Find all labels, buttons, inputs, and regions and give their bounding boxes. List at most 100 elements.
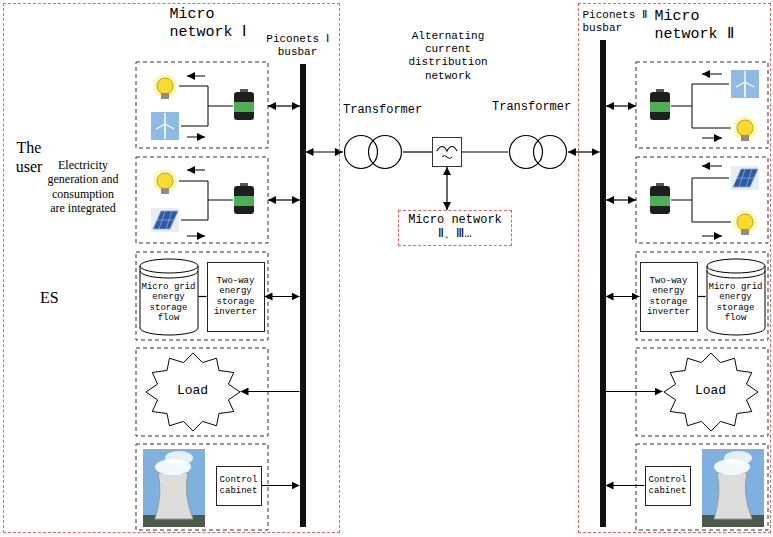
shape-part [140,266,198,335]
shape-part [140,271,198,278]
shape-part [369,136,402,169]
node-heading: Piconets Ⅱ busbar [583,9,663,35]
group-boxes [136,252,268,340]
left-row-one [179,86,208,87]
storage-cylinder: Micro grid energy storage flow [139,258,199,336]
group-label: ES [40,288,80,307]
node-text: Micro grid energy storage flow [141,282,197,323]
node-text: Load [695,384,726,399]
transformer-symbol [508,134,568,170]
right-row-one [692,128,731,129]
right-row-two [671,166,731,236]
shape-part [442,156,452,159]
node-heading: Piconets Ⅰ busbar [258,33,338,59]
transformer: Transformer [343,134,403,170]
load-star: Load [145,352,241,432]
node-text: Control cabinet [219,475,259,496]
transformer: Transformer [508,134,568,170]
left-row-two [208,200,233,201]
right-row-two [692,222,731,223]
group-boxes [636,444,768,530]
left-row-one [208,106,233,107]
network-symbol [433,138,461,166]
row-bus-arrows [268,106,636,200]
group-boxes [636,62,768,148]
connector [568,151,600,152]
right-row-one [650,89,670,120]
left-row-one [179,76,233,137]
inverter-box: Two-way energy storage inverter [640,262,698,332]
left-row-two [151,208,179,232]
power-plant-picture [143,449,205,527]
distribution-network: Alternating current distribution network [432,137,462,167]
storage-cylinder: Micro grid energy storage flow [706,258,766,336]
connector [698,296,706,297]
connector [262,485,300,486]
row-bus-arrows [268,105,300,106]
left-row-two [187,170,205,171]
shape-part [663,353,757,431]
right-row-two [702,236,722,237]
microgrid-frame: Micro network ⅡPiconets Ⅱ busbarTwo-way … [578,3,771,533]
node-text: Micro grid energy storage flow [708,282,764,323]
shape-part [437,147,457,152]
shape-part [707,266,765,335]
right-row-one [702,74,722,75]
right-row-one [731,70,759,98]
left-row-one [151,74,254,140]
power-plant-picture [143,449,764,527]
annotation-text: Electricity generation and consumption a… [46,158,120,216]
left-row-one [187,137,205,138]
busbar: Piconets Ⅱ busbar [600,40,606,527]
user-label: The user [8,138,50,176]
left-row-one [153,74,177,99]
node-heading: Transformer [343,103,433,117]
node-text: Micro network Ⅱ、Ⅲ… [403,214,507,242]
group-boxes [636,157,768,243]
right-row-one [671,74,731,138]
group-boxes [136,62,768,530]
right-row-one [692,84,693,128]
right-row-one [733,116,757,141]
connector [241,391,300,392]
node-text: Load [177,384,208,399]
right-row-two [731,166,759,190]
row-bus-arrows [606,199,636,200]
transformer-symbol [343,134,403,170]
connector [606,485,645,486]
shape-part [534,136,567,169]
node-heading: Transformer [492,100,582,114]
left-row-two [151,169,254,236]
node-heading: Micro network Ⅰ [170,6,270,42]
control-cabinet: Control cabinet [216,466,262,506]
left-row-two [153,169,177,194]
group-boxes [136,444,268,530]
other-microgrids-box: Micro network Ⅱ、Ⅲ… [398,210,512,246]
right-row-two [692,178,729,179]
right-row-one [671,106,692,107]
inverter-box: Two-way energy storage inverter [207,262,265,332]
power-plant-picture [702,449,764,527]
connector [199,296,207,297]
connector [403,151,432,152]
right-row-two [702,166,722,167]
connector [606,296,640,297]
left-row-two [187,236,205,237]
shape-part [145,353,239,431]
group-boxes [136,62,268,148]
row-bus-arrows [606,105,636,106]
connector [446,167,447,210]
node-heading: Micro network Ⅱ [655,8,755,44]
node-text: Two-way energy storage inverter [210,276,262,317]
left-row-two [181,220,208,221]
shape-part [707,271,765,278]
left-row-two [179,170,233,236]
connector [265,296,300,297]
load-star: Load [663,352,759,432]
node-text: Control cabinet [648,475,688,496]
left-row-one [187,76,205,77]
left-row-one [234,89,254,120]
right-row-one [702,138,722,139]
connector [606,391,663,392]
